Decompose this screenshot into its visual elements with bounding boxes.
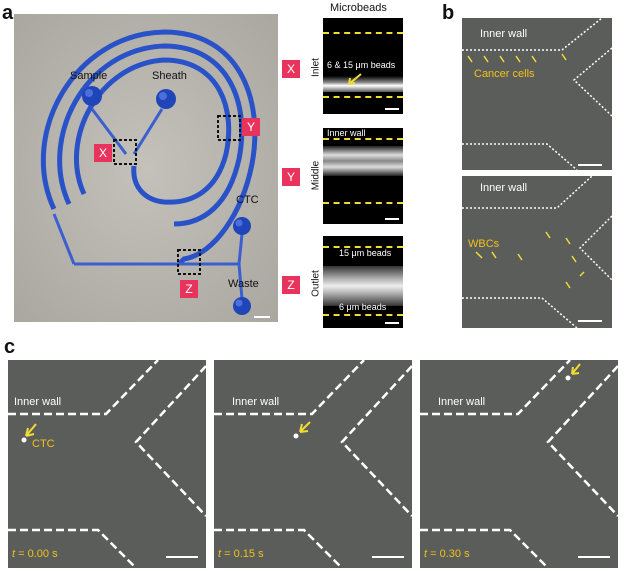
panel-c-frame-3: Inner wall t = 0.30 s <box>420 360 618 568</box>
arrow-icon <box>299 421 311 433</box>
microbeads-inlet-annotation: 6 & 15 μm beads <box>327 60 396 70</box>
panel-b-bottom-image: Inner wall WBCs <box>462 176 612 328</box>
microbeads-outlet-annotation-bottom: 6 μm beads <box>339 302 387 312</box>
marker-x: X <box>94 144 112 162</box>
panel-c-frame-1-wall: Inner wall <box>14 396 62 408</box>
device-photo: Sample Sheath CTC Waste X Y Z <box>14 14 278 322</box>
panel-c-frame-2-wall: Inner wall <box>232 396 280 408</box>
panel-c-frame-3-time: t = 0.30 s <box>424 548 470 560</box>
marker-y: Y <box>242 118 260 136</box>
microbeads-outlet-annotation-top: 15 μm beads <box>339 248 392 258</box>
channel-walls <box>420 360 618 568</box>
panel-a-label: a <box>2 2 14 24</box>
panel-c-ctc-label: CTC <box>32 438 55 450</box>
label-sheath: Sheath <box>152 70 187 82</box>
microbeads-marker-z: Z <box>282 276 300 294</box>
label-sample: Sample <box>70 70 108 82</box>
panel-c-label: c <box>4 336 16 358</box>
microbeads-marker-y: Y <box>282 168 300 186</box>
label-ctc: CTC <box>236 194 259 206</box>
label-waste: Waste <box>228 278 259 290</box>
microbeads-middle-image: Inner wall <box>323 128 403 224</box>
panel-b-label: b <box>442 2 455 24</box>
channel-walls <box>214 360 412 568</box>
panel-c-frame-1: Inner wall CTC t = 0.00 s <box>8 360 206 568</box>
panel-b-wbcs-label: WBCs <box>468 238 500 250</box>
spiral-device <box>14 14 278 322</box>
region-z-box <box>177 249 201 275</box>
channel-walls <box>462 176 612 328</box>
microbeads-title: Microbeads <box>330 2 387 14</box>
panel-b-bottom-wall-label: Inner wall <box>480 182 528 194</box>
region-x-box <box>113 139 137 165</box>
panel-c-frame-2: Inner wall t = 0.15 s <box>214 360 412 568</box>
microbeads-outlet-label: Outlet <box>310 270 322 297</box>
channel-walls <box>8 360 206 568</box>
arrow-icon <box>571 363 581 375</box>
panel-b-top-wall-label: Inner wall <box>480 28 528 40</box>
microbeads-inlet-label: Inlet <box>310 58 322 77</box>
microbeads-inlet-image: 6 & 15 μm beads <box>323 18 403 114</box>
panel-c-frame-2-time: t = 0.15 s <box>218 548 264 560</box>
arrow-icon <box>348 73 362 85</box>
region-y-box <box>217 115 241 141</box>
arrow-icon <box>25 423 37 437</box>
panel-b-cancer-cells-label: Cancer cells <box>474 68 535 80</box>
panel-b-top-image: Inner wall Cancer cells <box>462 18 612 170</box>
microbeads-marker-x: X <box>282 60 300 78</box>
microbeads-middle-annotation: Inner wall <box>327 128 366 138</box>
channel-walls <box>462 18 612 170</box>
panel-c-frame-3-wall: Inner wall <box>438 396 486 408</box>
microbeads-outlet-image: 15 μm beads 6 μm beads <box>323 236 403 328</box>
marker-z: Z <box>180 280 198 298</box>
microbeads-middle-label: Middle <box>310 160 322 191</box>
panel-c-frame-1-time: t = 0.00 s <box>12 548 58 560</box>
